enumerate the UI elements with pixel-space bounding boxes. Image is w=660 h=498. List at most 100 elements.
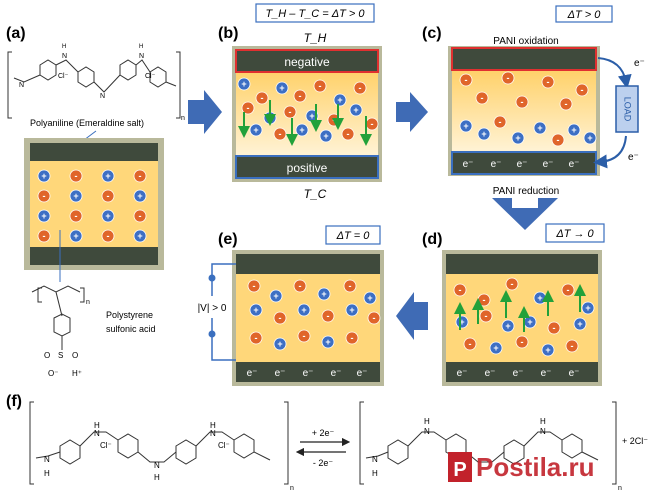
anion-dot: -: [541, 75, 555, 89]
svg-text:+: +: [299, 125, 304, 135]
svg-text:H: H: [210, 421, 216, 430]
svg-text:+: +: [349, 305, 354, 315]
anion-dot: -: [133, 209, 147, 223]
cation-dot: +: [573, 317, 587, 331]
polymer-name: Polyaniline (Emeraldine salt): [30, 118, 144, 128]
cell-c: [448, 46, 600, 176]
anion-dot: -: [37, 189, 51, 203]
svg-text:O⁻: O⁻: [48, 369, 58, 378]
cation-dot: +: [249, 303, 263, 317]
anion-dot: -: [69, 169, 83, 183]
svg-text:+: +: [105, 171, 110, 181]
svg-text:H: H: [540, 417, 546, 426]
reverse-label: - 2e⁻: [313, 458, 334, 468]
cation-dot: +: [541, 343, 555, 357]
svg-text:-: -: [565, 99, 568, 109]
svg-text:+: +: [585, 303, 590, 313]
cation-dot: +: [363, 291, 377, 305]
anion-dot: -: [255, 91, 269, 105]
svg-text:Cl⁻: Cl⁻: [218, 441, 230, 450]
anion-dot: -: [273, 311, 287, 325]
svg-text:-: -: [289, 107, 292, 117]
svg-text:H: H: [424, 417, 430, 426]
svg-text:-: -: [483, 295, 486, 305]
watermark-text: Postila.ru: [476, 452, 594, 482]
svg-text:+: +: [325, 337, 330, 347]
svg-text:-: -: [43, 191, 46, 201]
electron-label: e⁻: [541, 368, 552, 379]
panel-label-e: (e): [218, 231, 238, 248]
anion-dot: -: [493, 115, 507, 129]
svg-text:-: -: [139, 171, 142, 181]
svg-text:-: -: [485, 311, 488, 321]
cation-dot: +: [69, 229, 83, 243]
electron-flow-arrow: [593, 135, 627, 169]
svg-text:-: -: [299, 91, 302, 101]
anion-dot: -: [515, 335, 529, 349]
byproduct-label: + 2Cl⁻: [622, 436, 648, 446]
svg-text:Cl⁻: Cl⁻: [145, 73, 156, 80]
svg-text:-: -: [521, 97, 524, 107]
cation-dot: +: [533, 121, 547, 135]
cation-dot: +: [69, 189, 83, 203]
electron-label: e⁻: [331, 368, 342, 379]
svg-text:-: -: [469, 339, 472, 349]
anion-dot: -: [459, 73, 473, 87]
anion-dot: -: [101, 229, 115, 243]
svg-text:+: +: [337, 95, 342, 105]
svg-text:N: N: [540, 427, 546, 436]
voltage-label: |V| > 0: [198, 303, 227, 314]
cation-dot: +: [101, 209, 115, 223]
cation-dot: +: [533, 291, 547, 305]
svg-text:-: -: [107, 191, 110, 201]
anion-dot: -: [341, 127, 355, 141]
load-label: LOAD: [623, 97, 633, 122]
anion-dot: -: [559, 97, 573, 111]
cation-dot: +: [319, 129, 333, 143]
cell-a: [24, 138, 164, 270]
electron-label: e⁻: [303, 368, 314, 379]
anion-dot: -: [463, 337, 477, 351]
svg-text:-: -: [75, 171, 78, 181]
svg-text:+: +: [545, 345, 550, 355]
svg-text:+: +: [253, 125, 258, 135]
cation-dot: +: [477, 127, 491, 141]
anion-dot: -: [479, 309, 493, 323]
electron-label: e⁻: [457, 368, 468, 379]
cation-dot: +: [583, 131, 597, 145]
svg-text:H: H: [44, 469, 50, 478]
anion-dot: -: [515, 95, 529, 109]
svg-text:H⁺: H⁺: [72, 369, 82, 378]
electron-label: e⁻: [275, 368, 286, 379]
svg-text:+: +: [571, 125, 576, 135]
condition-b: T_H – T_C = ΔT > 0: [265, 8, 365, 20]
svg-text:+: +: [241, 79, 246, 89]
svg-text:N: N: [210, 429, 216, 438]
panel-label-a: (a): [6, 25, 26, 42]
svg-text:N: N: [139, 53, 144, 60]
watermark: P Postila.ru: [448, 452, 594, 482]
reduction-label: PANI reduction: [493, 186, 560, 197]
cation-dot: +: [237, 77, 251, 91]
svg-text:+: +: [273, 291, 278, 301]
svg-text:-: -: [459, 285, 462, 295]
anion-dot: -: [565, 339, 579, 353]
electron-label: e⁻: [491, 159, 502, 170]
cation-dot: +: [37, 169, 51, 183]
anion-dot: -: [273, 127, 287, 141]
anion-dot: -: [133, 169, 147, 183]
svg-text:n: n: [290, 485, 294, 492]
cation-dot: +: [317, 287, 331, 301]
pani-structure: n N N N N H H Cl⁻ Cl⁻: [7, 44, 185, 122]
svg-text:+: +: [41, 211, 46, 221]
dopant-name: sulfonic acid: [106, 324, 156, 334]
svg-text:+: +: [505, 321, 510, 331]
cation-dot: +: [511, 131, 525, 145]
svg-text:N: N: [100, 93, 105, 100]
cation-dot: +: [297, 303, 311, 317]
svg-text:N: N: [372, 455, 378, 464]
cation-dot: +: [133, 229, 147, 243]
svg-text:-: -: [253, 281, 256, 291]
forward-label: + 2e⁻: [312, 428, 335, 438]
svg-text:N: N: [44, 455, 50, 464]
